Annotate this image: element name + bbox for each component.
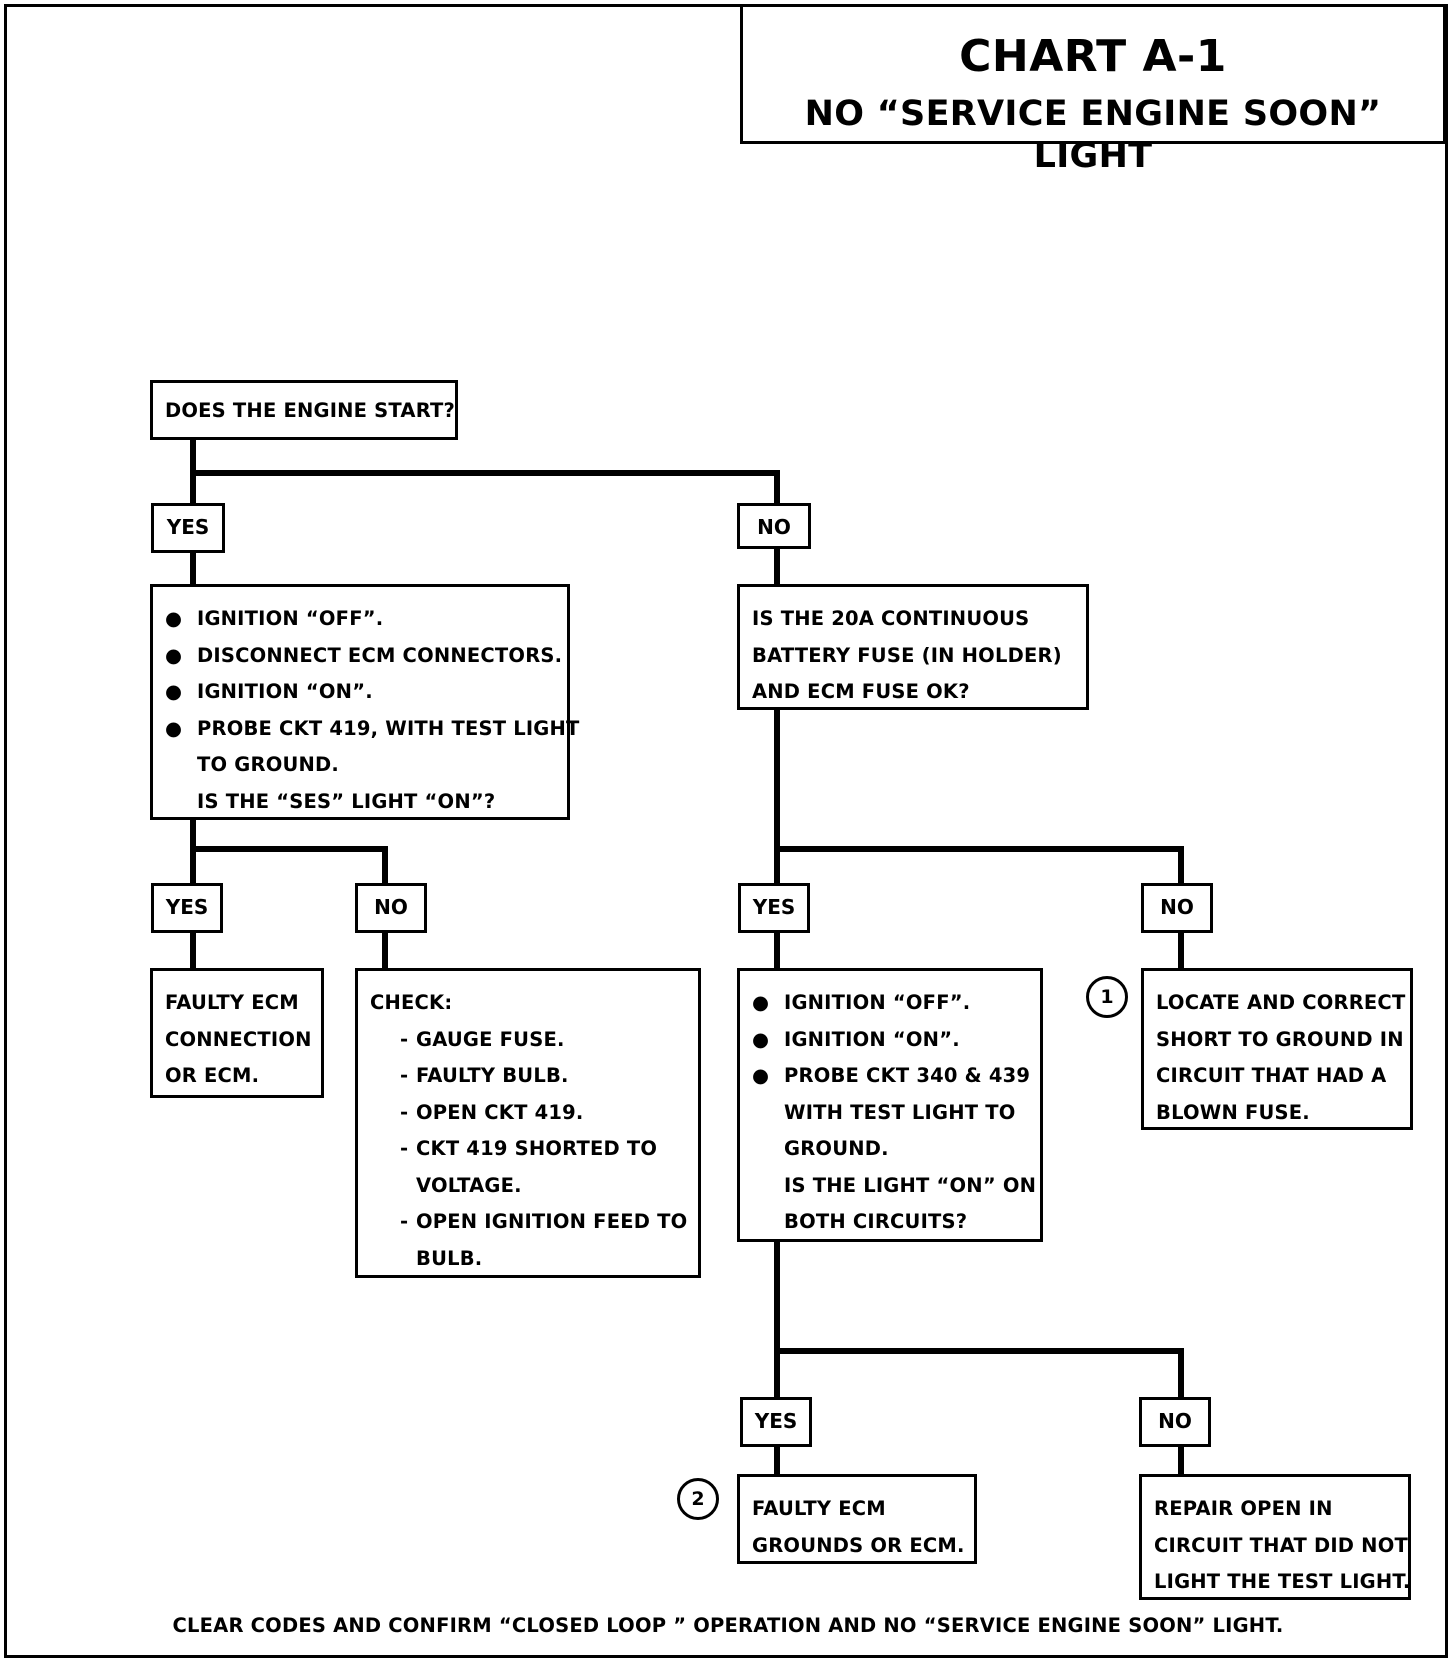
dash-icon: - [400,1100,409,1124]
node-line: FAULTY ECM [752,1497,886,1520]
node-line: BATTERY FUSE (IN HOLDER) [752,643,1062,667]
continuation-line: BOTH CIRCUITS? [784,1210,968,1233]
node-fuse-check: IS THE 20A CONTINUOUS BATTERY FUSE (IN H… [737,584,1089,710]
label-light-yes: YES [740,1397,812,1447]
node-locate-short: LOCATE AND CORRECT SHORT TO GROUND IN CI… [1141,968,1413,1130]
bullet-item: ● IGNITION “OFF”. [752,985,1040,1022]
node-probe-ckt-340: ● IGNITION “OFF”. ● IGNITION “ON”. ● PRO… [737,968,1043,1242]
node-line: LIGHT THE TEST LIGHT. [1154,1570,1411,1593]
check-item: - FAULTY BULB. [400,1058,698,1095]
bullet-icon: ● [752,1064,770,1087]
footer-note: CLEAR CODES AND CONFIRM “CLOSED LOOP ” O… [172,1614,1284,1637]
dash-icon: - [400,1064,409,1087]
node-line: REPAIR OPEN IN [1154,1497,1333,1520]
label-engine-no: NO [737,503,811,549]
chart-subtitle: NO “SERVICE ENGINE SOON” LIGHT [804,94,1382,176]
bullet-icon: ● [165,680,183,703]
bullet-item: ● DISCONNECT ECM CONNECTORS. [165,638,567,675]
node-line: GROUNDS OR ECM. [752,1533,965,1557]
node-check-list: CHECK: - GAUGE FUSE. - FAULTY BULB. - OP… [355,968,701,1278]
continuation-line: GROUND. [784,1137,889,1160]
bullet-item: ● PROBE CKT 340 & 439 [752,1058,1040,1095]
title-block: CHART A-1 NO “SERVICE ENGINE SOON” LIGHT [740,4,1446,176]
bullet-item: ● IGNITION “ON”. [165,674,567,711]
check-item: - OPEN CKT 419. [400,1095,698,1132]
label-light-no: NO [1139,1397,1211,1447]
node-repair-open: REPAIR OPEN IN CIRCUIT THAT DID NOT LIGH… [1139,1474,1411,1600]
label-fuse-yes: YES [738,883,810,933]
check-item: - GAUGE FUSE. [400,1022,698,1059]
label-fuse-no: NO [1141,883,1213,933]
node-line: CONNECTION [165,1027,312,1051]
node-line: AND ECM FUSE OK? [752,680,970,703]
label-ses-no: NO [355,883,427,933]
bullet-icon: ● [752,1027,770,1051]
dash-icon: - [400,1137,409,1160]
label-ses-yes: YES [151,883,223,933]
bullet-icon: ● [165,716,183,740]
bullet-icon: ● [165,607,183,630]
chart-title: CHART A-1 [959,31,1227,82]
label-engine-yes: YES [151,503,225,553]
node-line: IS THE 20A CONTINUOUS [752,607,1030,630]
node-line: CIRCUIT THAT HAD A [1156,1064,1387,1087]
node-line: SHORT TO GROUND IN [1156,1027,1404,1051]
check-heading: CHECK: [370,991,453,1014]
bullet-icon: ● [165,643,183,667]
node-faulty-grounds: FAULTY ECM GROUNDS OR ECM. [737,1474,977,1564]
node-line: OR ECM. [165,1064,260,1087]
continuation-line: BULB. [416,1246,483,1270]
note-marker-1: 1 [1086,976,1128,1018]
check-item: - OPEN IGNITION FEED TO [400,1204,698,1241]
node-faulty-ecm-connection: FAULTY ECM CONNECTION OR ECM. [150,968,324,1098]
node-line: BLOWN FUSE. [1156,1100,1310,1124]
bullet-item: ● IGNITION “ON”. [752,1022,1040,1059]
node-line: CIRCUIT THAT DID NOT [1154,1533,1408,1557]
dash-icon: - [400,1210,409,1233]
continuation-line: TO GROUND. [197,753,340,776]
continuation-line: WITH TEST LIGHT TO [784,1100,1016,1124]
bullet-item: ● IGNITION “OFF”. [165,601,567,638]
bullet-icon: ● [752,991,770,1014]
node-line: FAULTY ECM [165,991,299,1014]
check-item: - CKT 419 SHORTED TO [400,1131,698,1168]
node-ecm-test: ● IGNITION “OFF”. ● DISCONNECT ECM CONNE… [150,584,579,820]
bullet-item: ● PROBE CKT 419, WITH TEST LIGHT [165,711,579,748]
node-engine-start: DOES THE ENGINE START? [150,380,458,440]
note-marker-2: 2 [677,1478,719,1520]
node-line: LOCATE AND CORRECT [1156,991,1406,1014]
node-text: DOES THE ENGINE START? [165,399,456,422]
page-border [4,4,1448,1658]
continuation-line: VOLTAGE. [416,1173,522,1197]
continuation-line: IS THE “SES” LIGHT “ON”? [197,789,496,813]
dash-icon: - [400,1027,409,1051]
continuation-line: IS THE LIGHT “ON” ON [784,1173,1037,1197]
